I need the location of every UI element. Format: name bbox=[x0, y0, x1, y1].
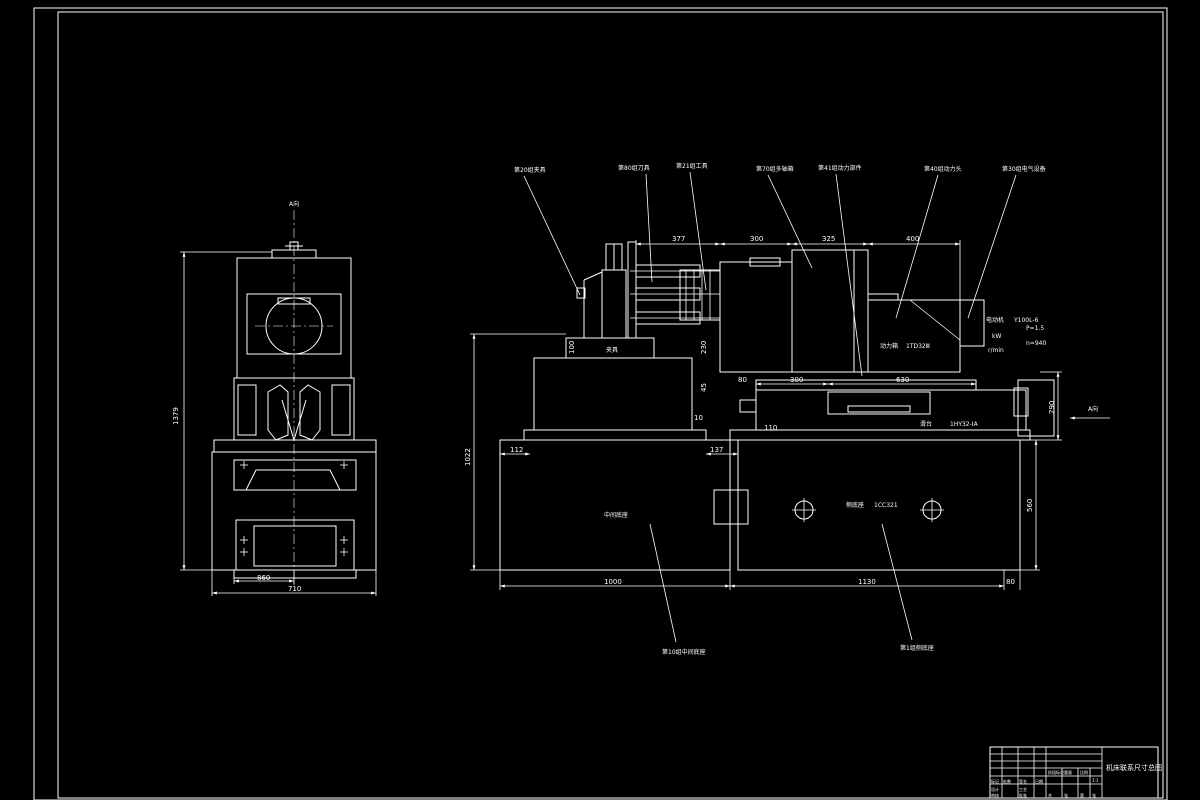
title-block-cell-4: 日期 bbox=[1035, 778, 1043, 784]
slide-body bbox=[755, 389, 1027, 431]
leaders: 第20组夹具 第80组刀具 第21组工具 第70组多轴箱 第41组动力部件 第4… bbox=[514, 162, 1046, 656]
title-block-cell-15: 比例 bbox=[1080, 769, 1088, 775]
title-block-cell-12: 张 bbox=[1092, 792, 1096, 798]
motor-speed: n=940 bbox=[1026, 340, 1046, 347]
dim-80: 80 bbox=[738, 376, 747, 384]
title-block-cell-3: 签名 bbox=[1019, 778, 1027, 784]
title-block: 标记 处数 签名 日期 设计 审核 工艺 批准 共 张 第 张 阶段标记 重量 … bbox=[989, 746, 1162, 799]
title-block-cell-16: 1:1 bbox=[1092, 778, 1099, 783]
dim-400: 400 bbox=[906, 235, 919, 243]
leader-side-base-group: 第1组侧底座 bbox=[900, 644, 934, 652]
dimensions: 377 300 325 400 100 230 45 10 80 300 630… bbox=[464, 235, 1062, 590]
dim-1000: 1000 bbox=[604, 578, 622, 586]
leader-fixture-group: 第20组夹具 bbox=[514, 166, 546, 174]
title-block-cell-6: 审核 bbox=[991, 792, 999, 798]
title-block-cell-7: 工艺 bbox=[1019, 787, 1027, 792]
motor-label: 电动机 bbox=[986, 316, 1004, 324]
dim-290: 290 bbox=[1048, 401, 1056, 414]
side-view: A向 1379 bbox=[172, 200, 377, 596]
multi-spindle-box bbox=[719, 261, 793, 373]
slide-top bbox=[755, 379, 977, 391]
main-view: 夹具 中间底座 动力箱 1TD3 bbox=[464, 162, 1110, 656]
fixture-body bbox=[533, 357, 693, 431]
leader-spindle-box-group: 第70组多轴箱 bbox=[756, 165, 794, 173]
dim-10: 10 bbox=[694, 414, 703, 422]
power-box bbox=[791, 249, 855, 373]
tool-set bbox=[630, 264, 721, 325]
motor-power-unit: kW bbox=[992, 333, 1001, 340]
dim-height: 1379 bbox=[172, 407, 180, 425]
dim-100: 100 bbox=[568, 341, 576, 354]
dim-base-outer: 710 bbox=[288, 585, 301, 593]
title-block-cell-8: 批准 bbox=[1019, 792, 1027, 798]
control-box bbox=[713, 489, 749, 525]
dim-110: 110 bbox=[764, 424, 777, 432]
title-block-cell-2: 处数 bbox=[1003, 778, 1011, 784]
label-slide: 滑台 bbox=[920, 420, 932, 428]
sheet-border bbox=[33, 7, 1168, 800]
leader-power-unit-group: 第41组动力部件 bbox=[818, 164, 862, 172]
dim-300a: 300 bbox=[750, 235, 763, 243]
middle-base-body bbox=[499, 439, 731, 571]
label-slide-model: 1HY32-ⅠA bbox=[950, 421, 979, 428]
dim-630: 630 bbox=[896, 376, 909, 384]
label-middle-base: 中间底座 bbox=[604, 511, 628, 519]
title-block-cell-11: 第 bbox=[1080, 792, 1084, 798]
a-view-arrow-label: A向 bbox=[1088, 405, 1098, 413]
title-block-cell-9: 共 bbox=[1048, 792, 1052, 798]
dim-base-inner: 860 bbox=[257, 574, 270, 582]
leader-power-head-group: 第40组动力头 bbox=[924, 165, 962, 173]
dim-137: 137 bbox=[710, 446, 723, 454]
motor-power: P=1.5 bbox=[1026, 325, 1044, 332]
motor bbox=[867, 299, 961, 373]
dim-230: 230 bbox=[700, 341, 708, 354]
side-view-label: A向 bbox=[289, 200, 299, 208]
motor-speed-unit: r/min bbox=[988, 347, 1004, 354]
title-block-cell-13: 阶段标记 bbox=[1048, 769, 1064, 775]
title-block-cell-10: 张 bbox=[1064, 792, 1068, 798]
leader-tool-group: 第80组刀具 bbox=[618, 164, 650, 172]
label-fixture: 夹具 bbox=[606, 346, 618, 354]
dim-112: 112 bbox=[510, 446, 523, 454]
title-block-cell-1: 标记 bbox=[991, 778, 999, 784]
dim-1022: 1022 bbox=[464, 448, 472, 466]
label-side-base-model: 1CC321 bbox=[874, 502, 898, 509]
dim-300b: 300 bbox=[790, 376, 803, 384]
dim-1130: 1130 bbox=[858, 578, 876, 586]
label-side-base: 侧底座 bbox=[846, 501, 864, 509]
leader-middle-base-group: 第10组中间底座 bbox=[662, 648, 706, 656]
power-head bbox=[853, 249, 869, 373]
dim-80b: 80 bbox=[1006, 578, 1015, 586]
dim-325: 325 bbox=[822, 235, 835, 243]
dim-377: 377 bbox=[672, 235, 685, 243]
label-power-box: 动力箱 bbox=[880, 342, 898, 350]
leader-tooling-group: 第21组工具 bbox=[676, 162, 708, 170]
title-block-cell-14: 重量 bbox=[1064, 769, 1072, 775]
drawing-title: 机床联系尺寸总图 bbox=[1106, 763, 1162, 772]
side-bolt-marks bbox=[240, 461, 348, 556]
dim-560: 560 bbox=[1026, 499, 1034, 512]
label-power-box-model: 1TD32Ⅲ bbox=[906, 343, 930, 350]
title-block-cell-5: 设计 bbox=[991, 786, 999, 792]
leader-electrical-group: 第30组电气设备 bbox=[1002, 165, 1046, 173]
dim-45: 45 bbox=[700, 383, 708, 392]
motor-model: Y100L-6 bbox=[1013, 317, 1039, 324]
